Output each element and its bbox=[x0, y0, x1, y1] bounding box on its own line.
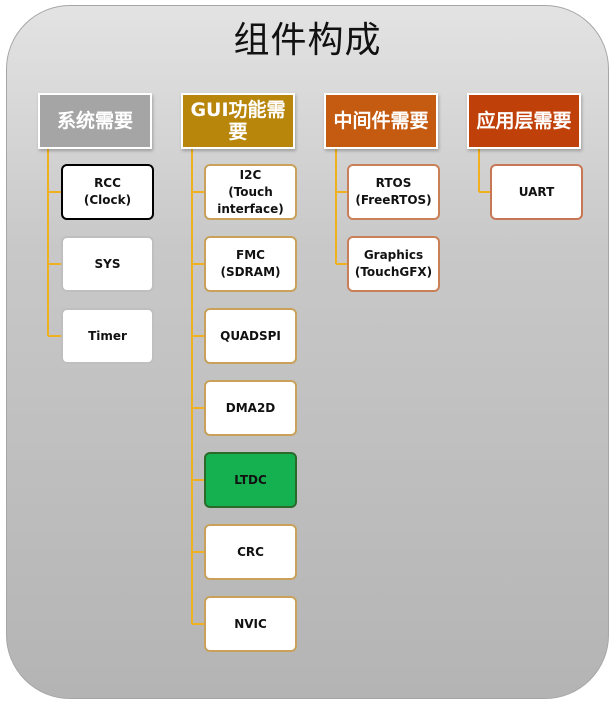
component-label: Graphics (TouchGFX) bbox=[354, 248, 433, 279]
component-label: I2C (Touch interface) bbox=[217, 167, 284, 216]
component-box[interactable]: DMA2D bbox=[204, 380, 297, 436]
component-box[interactable]: I2C (Touch interface) bbox=[204, 164, 297, 220]
component-label: DMA2D bbox=[225, 400, 276, 415]
header-application: 应用层需要 bbox=[467, 93, 581, 149]
component-label: FMC (SDRAM) bbox=[220, 248, 281, 279]
diagram-title: 组件构成 bbox=[233, 20, 382, 61]
component-label: QUADSPI bbox=[220, 328, 281, 343]
component-box[interactable]: Timer bbox=[61, 308, 154, 364]
component-label: CRC bbox=[237, 544, 264, 559]
component-box[interactable]: UART bbox=[490, 164, 583, 220]
component-box[interactable]: LTDC bbox=[204, 452, 297, 508]
header-middleware: 中间件需要 bbox=[324, 93, 438, 149]
component-box[interactable]: RCC (Clock) bbox=[61, 164, 154, 220]
component-box[interactable]: CRC bbox=[204, 524, 297, 580]
component-label: RCC (Clock) bbox=[83, 176, 132, 207]
component-box[interactable]: QUADSPI bbox=[204, 308, 297, 364]
component-box[interactable]: RTOS (FreeRTOS) bbox=[347, 164, 440, 220]
component-label: NVIC bbox=[234, 616, 267, 631]
component-label: LTDC bbox=[234, 472, 267, 487]
component-box[interactable]: NVIC bbox=[204, 596, 297, 652]
header-system: 系统需要 bbox=[38, 93, 152, 149]
component-label: Timer bbox=[88, 328, 127, 343]
header-gui: GUI功能需要 bbox=[181, 93, 295, 149]
component-box[interactable]: FMC (SDRAM) bbox=[204, 236, 297, 292]
component-label: RTOS (FreeRTOS) bbox=[355, 176, 432, 207]
component-box[interactable]: Graphics (TouchGFX) bbox=[347, 236, 440, 292]
component-label: SYS bbox=[94, 256, 121, 271]
component-box[interactable]: SYS bbox=[61, 236, 154, 292]
component-label: UART bbox=[518, 184, 555, 199]
